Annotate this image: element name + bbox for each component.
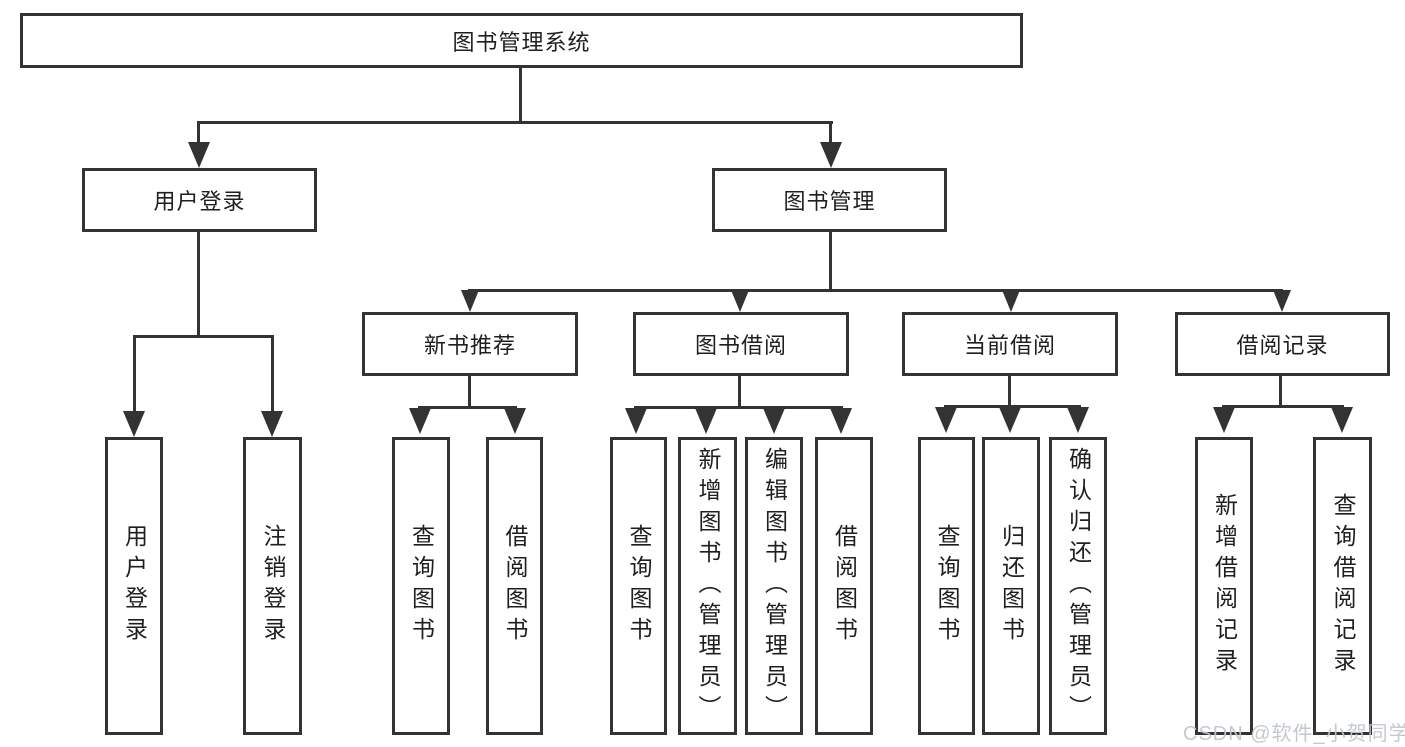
leaf-user-login: 用户登录 bbox=[105, 437, 163, 735]
arrowhead-logout bbox=[261, 411, 283, 437]
connector-user-login-stub bbox=[197, 232, 200, 338]
connector-l2-drop-left bbox=[197, 121, 200, 144]
leaf-logout-label: 注销登录 bbox=[260, 524, 286, 648]
arrowhead-cb-query bbox=[935, 407, 957, 433]
arrowhead-nb-query bbox=[409, 408, 431, 434]
node-user-login-label: 用户登录 bbox=[153, 189, 246, 214]
node-book-borrowing: 图书借阅 bbox=[633, 312, 849, 376]
connector-cb-stub bbox=[1008, 376, 1011, 408]
leaf-bb-add-books-admin: 新增图书（管理员） bbox=[678, 437, 737, 735]
connector-nb-rail bbox=[418, 406, 517, 409]
leaf-nb-query-books: 查询图书 bbox=[392, 437, 450, 735]
connector-nb-stub bbox=[468, 376, 471, 409]
arrowhead-bb-borrow bbox=[830, 408, 852, 434]
arrowhead-new-book bbox=[461, 290, 479, 312]
connector-user-login-rail bbox=[133, 335, 274, 338]
connector-br-stub bbox=[1279, 376, 1282, 408]
node-book-management-label: 图书管理 bbox=[783, 189, 876, 214]
connector-l2-drop-right bbox=[829, 121, 832, 144]
connector-l2-rail bbox=[197, 121, 833, 124]
arrowhead-bb-add bbox=[695, 408, 717, 434]
leaf-bb-add-books-admin-label: 新增图书（管理员） bbox=[695, 446, 721, 726]
arrowhead-bb-query bbox=[625, 408, 647, 434]
arrowhead-user-login bbox=[188, 142, 210, 168]
arrowhead-nb-borrow bbox=[504, 408, 526, 434]
arrowhead-br-query bbox=[1331, 407, 1353, 433]
arrowhead-cb-return bbox=[999, 407, 1021, 433]
node-system-label: 图书管理系统 bbox=[452, 29, 591, 55]
node-borrowing-records: 借阅记录 bbox=[1175, 312, 1390, 376]
node-system: 图书管理系统 bbox=[20, 13, 1023, 68]
leaf-cb-return-books-label: 归还图书 bbox=[998, 524, 1025, 648]
connector-br-rail bbox=[1222, 405, 1344, 408]
leaf-logout: 注销登录 bbox=[243, 437, 302, 735]
leaf-cb-confirm-return-admin-label: 确认归还（管理员） bbox=[1065, 446, 1092, 726]
connector-drop-login bbox=[133, 335, 136, 413]
connector-bb-rail bbox=[634, 406, 843, 409]
leaf-cb-query-books-label: 查询图书 bbox=[934, 524, 960, 648]
leaf-br-add-record-label: 新增借阅记录 bbox=[1211, 493, 1238, 679]
leaf-cb-confirm-return-admin: 确认归还（管理员） bbox=[1049, 437, 1107, 735]
csdn-watermark: CSDN @软件_小贺同学 bbox=[1183, 723, 1405, 745]
node-new-book-recommend: 新书推荐 bbox=[362, 312, 578, 376]
node-borrowing-records-label: 借阅记录 bbox=[1236, 333, 1329, 358]
leaf-nb-borrow-books: 借阅图书 bbox=[486, 437, 543, 735]
connector-book-mgmt-stub bbox=[829, 232, 832, 292]
arrowhead-current-borrowing bbox=[1002, 290, 1020, 312]
leaf-bb-edit-books-admin-label: 编辑图书（管理员） bbox=[761, 446, 788, 726]
arrowhead-cb-confirm bbox=[1067, 407, 1089, 433]
node-user-login: 用户登录 bbox=[82, 168, 317, 232]
node-current-borrowing: 当前借阅 bbox=[902, 312, 1118, 376]
arrowhead-bb-edit bbox=[763, 408, 785, 434]
node-current-borrowing-label: 当前借阅 bbox=[963, 333, 1056, 358]
leaf-bb-query-books: 查询图书 bbox=[610, 437, 667, 735]
arrowhead-borrowing-records bbox=[1273, 290, 1291, 312]
arrowhead-br-add bbox=[1213, 407, 1235, 433]
connector-drop-logout bbox=[271, 335, 274, 413]
leaf-nb-borrow-books-label: 借阅图书 bbox=[502, 524, 528, 648]
leaf-br-add-record: 新增借阅记录 bbox=[1195, 437, 1253, 735]
arrowhead-login bbox=[123, 411, 145, 437]
node-book-management: 图书管理 bbox=[712, 168, 947, 232]
leaf-bb-edit-books-admin: 编辑图书（管理员） bbox=[745, 437, 803, 735]
leaf-bb-borrow-books: 借阅图书 bbox=[815, 437, 873, 735]
connector-bb-stub bbox=[738, 376, 741, 409]
leaf-cb-query-books: 查询图书 bbox=[918, 437, 975, 735]
connector-l3-rail bbox=[468, 289, 1283, 292]
leaf-br-query-record-label: 查询借阅记录 bbox=[1330, 493, 1356, 679]
leaf-bb-borrow-books-label: 借阅图书 bbox=[831, 524, 858, 648]
connector-cb-rail bbox=[944, 405, 1081, 408]
leaf-cb-return-books: 归还图书 bbox=[982, 437, 1040, 735]
arrowhead-book-management bbox=[820, 142, 842, 168]
node-new-book-recommend-label: 新书推荐 bbox=[423, 333, 516, 358]
leaf-nb-query-books-label: 查询图书 bbox=[408, 524, 435, 648]
leaf-user-login-label: 用户登录 bbox=[121, 524, 148, 648]
arrowhead-book-borrowing bbox=[731, 290, 749, 312]
connector-root-stub bbox=[519, 68, 522, 124]
leaf-br-query-record: 查询借阅记录 bbox=[1313, 437, 1372, 735]
leaf-bb-query-books-label: 查询图书 bbox=[626, 524, 652, 648]
node-book-borrowing-label: 图书借阅 bbox=[694, 333, 787, 358]
